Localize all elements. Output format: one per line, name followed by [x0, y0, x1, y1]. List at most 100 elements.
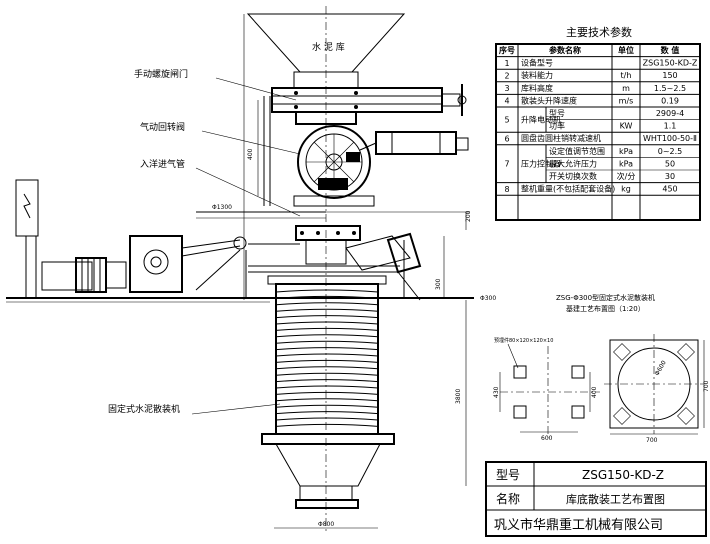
- dim-h400: 400: [247, 148, 254, 160]
- coil-ring: [275, 404, 379, 408]
- dim-plan-600: 600: [541, 435, 553, 442]
- coil-ring: [275, 334, 379, 338]
- telescopic-loader: [261, 275, 395, 509]
- param-no: 3: [504, 84, 509, 93]
- coil-ring: [275, 379, 379, 383]
- param-unit: m: [622, 84, 630, 93]
- param-header: 参数名称: [548, 45, 581, 55]
- param-name: 型号: [549, 109, 565, 118]
- coil-ring: [275, 321, 379, 325]
- label-air-inlet: 入洋进气管: [140, 158, 185, 170]
- dimensions: 400 Φ1300 200 300 Φ300 3800 Φ800: [200, 14, 496, 529]
- param-unit: KW: [620, 122, 633, 131]
- param-value: 1.5~2.5: [654, 84, 686, 93]
- cement-bin-label: 水 泥 库: [312, 41, 345, 53]
- name-value: 库底散装工艺布置图: [566, 492, 665, 506]
- dim-h200: 200: [465, 210, 472, 222]
- param-header: 单位: [618, 45, 634, 55]
- coil-ring: [275, 347, 379, 351]
- coil-ring: [275, 327, 379, 331]
- title-block: 型号 ZSG150-KD-Z 名称 库底散装工艺布置图 巩义市华鼎重工机械有限公…: [485, 461, 707, 537]
- air-inlet-pipe: [196, 211, 422, 301]
- coil-ring: [275, 308, 379, 312]
- param-value: 0~2.5: [658, 147, 683, 156]
- coil-ring: [275, 391, 379, 395]
- coil-ring: [275, 302, 379, 306]
- param-name: 库料高度: [521, 83, 553, 93]
- param-unit: m/s: [619, 96, 634, 105]
- param-name: 功率: [549, 121, 565, 131]
- plan-bolt-note: 预埋件80×120×120×10: [494, 337, 553, 344]
- dim-h300: 300: [435, 278, 442, 290]
- dim-d1300: Φ1300: [212, 204, 232, 211]
- coil-ring: [275, 366, 379, 370]
- coil-ring: [275, 372, 379, 376]
- param-name: 圆盘齿圆柱销转减速机: [521, 133, 601, 143]
- dim-plan-700b: 700: [703, 380, 710, 392]
- param-name: 升降电动机: [521, 115, 561, 125]
- param-value: 2909-4: [656, 109, 684, 118]
- param-unit: kPa: [619, 147, 633, 156]
- param-no: 2: [504, 72, 509, 81]
- dim-plan-430: 430: [493, 386, 500, 398]
- param-no: 8: [504, 185, 509, 194]
- dim-d800: Φ800: [318, 521, 334, 528]
- coil-ring: [275, 340, 379, 344]
- name-label: 名称: [496, 491, 520, 506]
- param-no: 7: [504, 160, 509, 169]
- coil-ring: [275, 359, 379, 363]
- param-value: 0.19: [661, 96, 679, 105]
- model-value: ZSG150-KD-Z: [582, 468, 664, 482]
- coil-ring: [275, 315, 379, 319]
- param-unit: kg: [621, 185, 631, 194]
- label-loader: 固定式水泥散装机: [108, 403, 180, 415]
- param-no: 1: [504, 59, 509, 68]
- coil-ring: [275, 423, 379, 427]
- label-manual-gate: 手动螺旋闸门: [134, 68, 188, 80]
- params-title: 主要技术参数: [566, 25, 632, 39]
- plan-title-2: 基建工艺布置图（1:20）: [566, 304, 645, 313]
- param-name: 设定值调节范围: [549, 146, 605, 156]
- param-value: WHT100-50-Ⅱ: [643, 134, 697, 143]
- param-no: 4: [504, 97, 509, 106]
- pneumatic-valve: [293, 111, 469, 207]
- param-name: 装料能力: [521, 70, 553, 80]
- model-label: 型号: [496, 468, 520, 482]
- param-value: 30: [665, 172, 675, 181]
- param-no: 5: [504, 116, 509, 125]
- manual-gate: [271, 71, 467, 116]
- coil-ring: [275, 385, 379, 389]
- coil-ring: [275, 398, 379, 402]
- dim-plan-600b: Φ600: [654, 359, 668, 377]
- plan-view: ZSG-Φ300型固定式水泥散装机 基建工艺布置图（1:20） 预埋件80×12…: [493, 293, 710, 444]
- labels: 手动螺旋闸门 气动回转阀 入洋进气管 固定式水泥散装机: [108, 68, 301, 415]
- param-name: 最大允许压力: [549, 158, 597, 168]
- dim-plan-700: 700: [646, 437, 658, 444]
- company-name: 巩义市华鼎重工机械有限公司: [494, 517, 663, 533]
- coil-ring: [275, 411, 379, 415]
- coil-ring: [275, 353, 379, 357]
- param-name: 压力控制器: [521, 159, 561, 169]
- plan-title-1: ZSG-Φ300型固定式水泥散装机: [556, 293, 655, 302]
- dim-h3800: 3800: [455, 389, 462, 404]
- param-value: 1.1: [664, 122, 677, 131]
- param-value: 450: [662, 185, 677, 194]
- param-value: 50: [665, 159, 675, 168]
- dim-d300: Φ300: [480, 295, 496, 302]
- param-unit: t/h: [621, 71, 632, 80]
- param-unit: kPa: [619, 159, 633, 168]
- dim-plan-400: 400: [591, 386, 598, 398]
- param-name: 整机重量(不包括配套设备): [521, 184, 615, 194]
- coil-ring: [275, 295, 379, 299]
- param-name: 散装头升降速度: [521, 95, 577, 105]
- param-value: 150: [662, 71, 677, 80]
- coil-ring: [275, 417, 379, 421]
- coil-ring: [275, 289, 379, 293]
- param-unit: 次/分: [617, 171, 636, 181]
- param-no: 6: [504, 135, 509, 144]
- support-frame: [245, 96, 405, 298]
- param-header: 数 值: [661, 45, 680, 55]
- param-value: ZSG150-KD-Z: [643, 59, 698, 68]
